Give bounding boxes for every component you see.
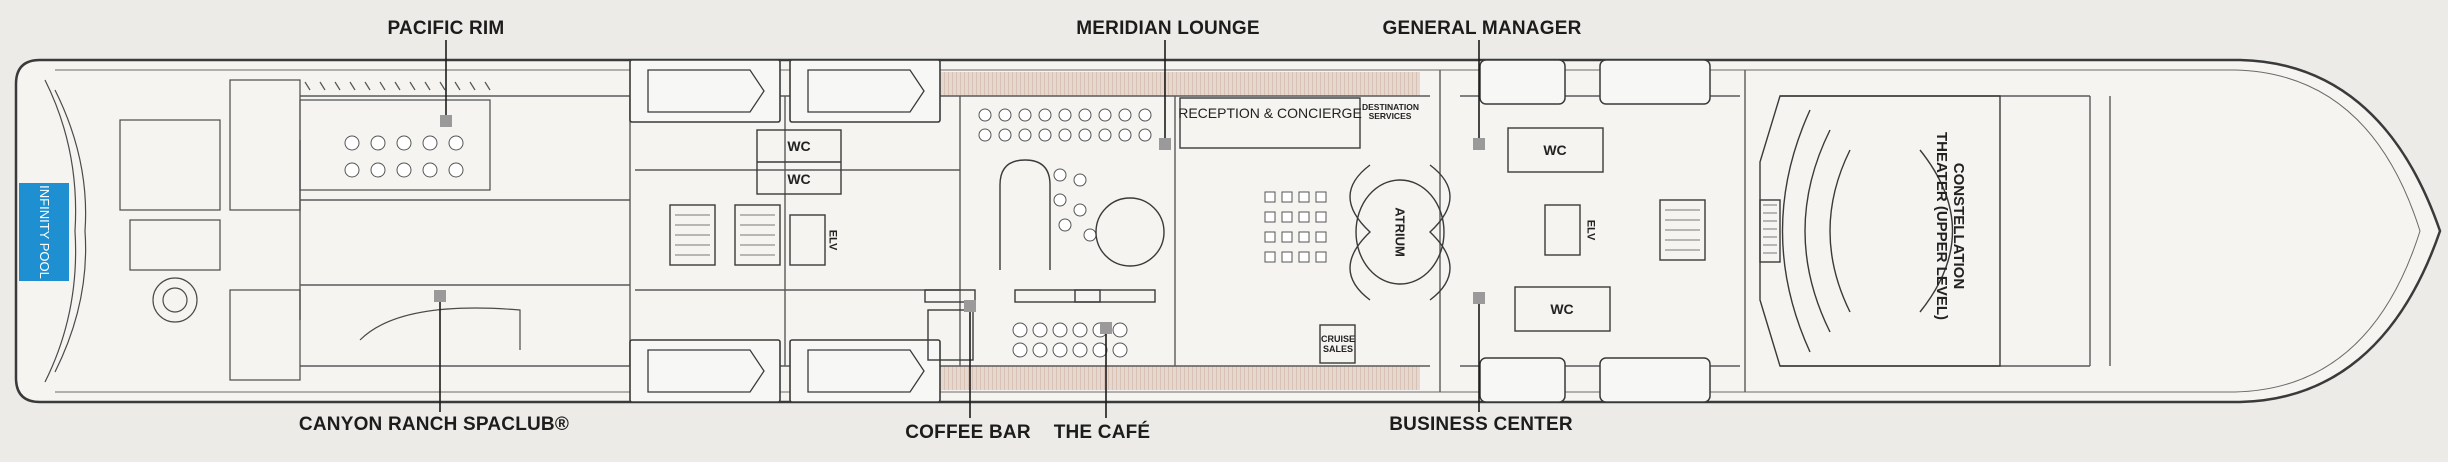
lifeboat bbox=[789, 59, 941, 123]
callout-pacific-rim: PACIFIC RIM bbox=[387, 18, 505, 39]
lifeboat bbox=[629, 59, 781, 123]
callout-coffee-bar: COFFEE BAR bbox=[905, 422, 1031, 443]
infinity-pool: INFINITY POOL bbox=[19, 183, 69, 281]
theater-shell bbox=[1759, 95, 2001, 367]
wc-label: WC bbox=[787, 138, 811, 154]
wc-label: WC bbox=[787, 171, 811, 187]
callout-meridian-lounge: MERIDIAN LOUNGE bbox=[1076, 18, 1260, 39]
tender bbox=[1479, 357, 1566, 403]
callout-business-center: BUSINESS CENTER bbox=[1389, 414, 1573, 435]
stairs bbox=[1659, 199, 1706, 261]
callout-canyon-ranch-spaclub: CANYON RANCH SPACLUB® bbox=[298, 414, 570, 435]
wc-label: WC bbox=[1550, 301, 1574, 317]
constellation-theater-label: CONSTELLATION THEATER (UPPER LEVEL) bbox=[1933, 131, 1967, 321]
callout-the-cafe: THE CAFÉ bbox=[1053, 422, 1151, 443]
callout-marker bbox=[1473, 292, 1485, 304]
infinity-pool-label: INFINITY POOL bbox=[37, 185, 52, 279]
wc-block bbox=[1514, 286, 1611, 332]
elevator-label: ELV bbox=[826, 229, 839, 251]
stairs bbox=[669, 204, 716, 266]
reception-concierge-label: RECEPTION & CONCIERGE bbox=[1178, 105, 1362, 121]
callout-marker bbox=[964, 300, 976, 312]
callout-marker bbox=[434, 290, 446, 302]
teak-deck-top bbox=[930, 72, 1420, 96]
lifeboat bbox=[629, 339, 781, 403]
elevator bbox=[1544, 204, 1581, 256]
destination-services-label: DESTINATION SERVICES bbox=[1362, 102, 1419, 121]
ship-hull bbox=[14, 58, 2442, 404]
tender bbox=[1599, 59, 1711, 105]
tender bbox=[1599, 357, 1711, 403]
callout-marker bbox=[1159, 138, 1171, 150]
lifeboat bbox=[789, 339, 941, 403]
callout-marker bbox=[440, 115, 452, 127]
callout-marker bbox=[1100, 322, 1112, 334]
stairs bbox=[734, 204, 781, 266]
wc-label: WC bbox=[1543, 142, 1567, 158]
wc-block bbox=[1507, 127, 1604, 173]
callout-marker bbox=[1473, 138, 1485, 150]
elevator-label: ELV bbox=[1584, 219, 1597, 241]
tender bbox=[1479, 59, 1566, 105]
atrium-label: ATRIUM bbox=[1392, 207, 1408, 257]
cruise-sales-label: CRUISE SALES bbox=[1321, 334, 1356, 354]
teak-deck-bottom bbox=[930, 366, 1420, 390]
elevator bbox=[789, 214, 826, 266]
callout-general-manager: GENERAL MANAGER bbox=[1382, 18, 1582, 39]
